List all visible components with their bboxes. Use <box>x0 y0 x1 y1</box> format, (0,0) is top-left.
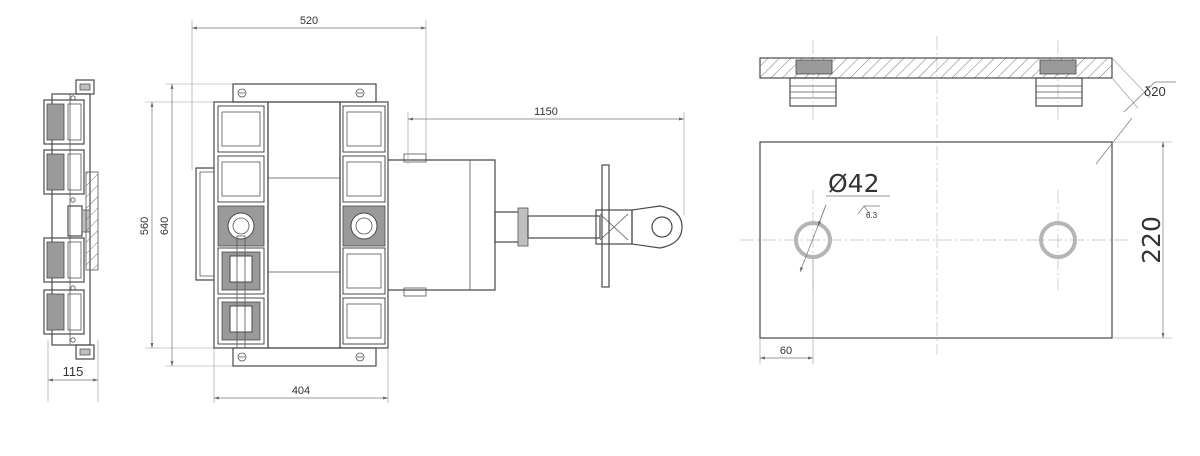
plate-pin-right <box>1035 59 1083 107</box>
plate-hole-left <box>794 221 832 259</box>
thickness-dim-line <box>1123 81 1156 113</box>
side-view: 115 <box>43 79 99 402</box>
overall-width-label: 520 <box>300 15 318 27</box>
right-swivel-pin <box>350 212 378 240</box>
side-bottom-bolt-head <box>79 348 91 356</box>
tow-cross-bar <box>601 164 610 288</box>
top-view: 520 560 640 <box>139 15 685 403</box>
thickness-label: δ20 <box>1144 84 1166 99</box>
hole-diameter-label: Ø42 <box>828 169 880 198</box>
plate-outline <box>759 141 1113 339</box>
side-width-label: 115 <box>63 364 84 379</box>
edge-offset-label: 60 <box>780 345 792 357</box>
plate-height-label: 220 <box>1137 216 1166 264</box>
side-rollers <box>43 99 85 335</box>
tow-handle-bar <box>527 215 601 239</box>
roughness-label: 6.3 <box>866 211 878 220</box>
overall-height-label: 640 <box>159 217 171 235</box>
plate-section <box>759 57 1113 79</box>
side-top-plate <box>85 171 99 271</box>
right-roller-modules <box>342 105 386 345</box>
side-top-bolt-head <box>79 83 91 91</box>
top-base-strip <box>232 83 377 103</box>
center-body <box>267 101 341 349</box>
left-handle-bracket <box>195 167 214 281</box>
roughness-symbol <box>857 205 880 215</box>
tow-eye <box>631 205 683 249</box>
left-roller-modules <box>217 105 265 345</box>
plate-pin-left <box>789 59 837 107</box>
plate-view: δ20 Ø42 6.3 220 60 <box>740 36 1176 364</box>
right-roller-column <box>339 101 389 349</box>
tow-frame <box>388 159 496 291</box>
bottom-base-strip <box>232 347 377 367</box>
left-swivel-pin <box>227 212 255 240</box>
base-width-label: 404 <box>292 385 310 397</box>
plate-hole-right <box>1039 221 1077 259</box>
inner-height-label: 560 <box>139 217 151 235</box>
handle-length-label: 1150 <box>534 106 558 118</box>
